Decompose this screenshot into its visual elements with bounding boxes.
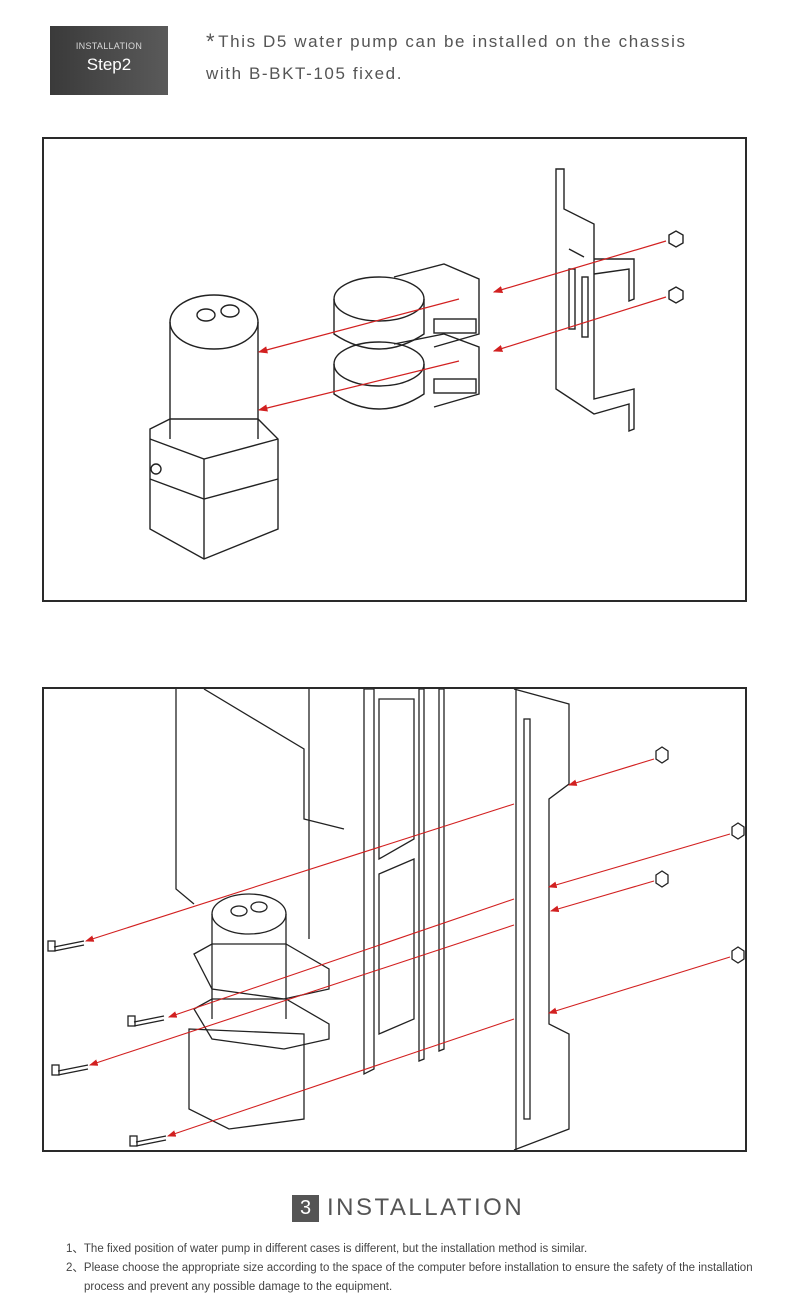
note-line-2: with B-BKT-105 fixed.: [206, 64, 404, 83]
instruction-item: 1、The fixed position of water pump in di…: [66, 1243, 588, 1255]
step-badge: INSTALLATION Step2: [50, 26, 168, 95]
nut-illustration-3: [655, 870, 669, 888]
step-badge-title: Step2: [86, 55, 132, 74]
screw-illustration-2: [127, 1015, 165, 1027]
assembly-arrow: [257, 360, 460, 412]
chassis-illustration: [175, 689, 445, 1076]
pump-illustration: [188, 893, 330, 1130]
nut-illustration-2: [668, 286, 684, 304]
screw-illustration-3: [51, 1064, 89, 1076]
assembly-arrow: [492, 240, 667, 294]
section-title: INSTALLATION: [327, 1194, 525, 1221]
step-badge-category: INSTALLATION: [75, 41, 143, 51]
nut-illustration-2: [731, 822, 745, 840]
assembly-arrow: [547, 833, 731, 889]
bracket-illustration: [555, 168, 635, 433]
assembly-arrow: [547, 956, 731, 1014]
lower-clamp-illustration: [333, 333, 480, 410]
assembly-arrow: [166, 1018, 515, 1137]
assembly-arrow: [84, 803, 515, 942]
assembly-arrow: [88, 924, 515, 1066]
instruction-item: 2、Please choose the appropriate size acc…: [66, 1262, 753, 1293]
asterisk-mark: *: [206, 29, 217, 54]
assembly-arrow: [549, 880, 655, 913]
upper-clamp-illustration: [333, 263, 480, 350]
assembly-arrow: [567, 758, 655, 786]
note-line-1: This D5 water pump can be installed on t…: [218, 32, 687, 51]
nut-illustration-4: [731, 946, 745, 964]
bracket-illustration: [513, 689, 570, 1150]
exploded-diagram-panel: [42, 137, 747, 602]
exploded-diagram: [149, 168, 684, 560]
nut-illustration-1: [668, 230, 684, 248]
pump-illustration: [149, 294, 279, 560]
screw-illustration-4: [129, 1135, 167, 1147]
section-header: 3 INSTALLATION: [292, 1193, 524, 1223]
assembly-arrow: [167, 898, 515, 1018]
screw-illustration-1: [47, 940, 85, 952]
chassis-mount-diagram-panel: [42, 687, 747, 1152]
installation-instructions: 1、The fixed position of water pump in di…: [66, 1240, 756, 1297]
step-note: *This D5 water pump can be installed on …: [206, 26, 766, 90]
chassis-mount-diagram: [47, 689, 745, 1150]
section-number-badge: 3: [292, 1194, 319, 1222]
assembly-arrow: [257, 298, 460, 354]
assembly-arrow: [492, 296, 667, 352]
nut-illustration-1: [655, 746, 669, 764]
